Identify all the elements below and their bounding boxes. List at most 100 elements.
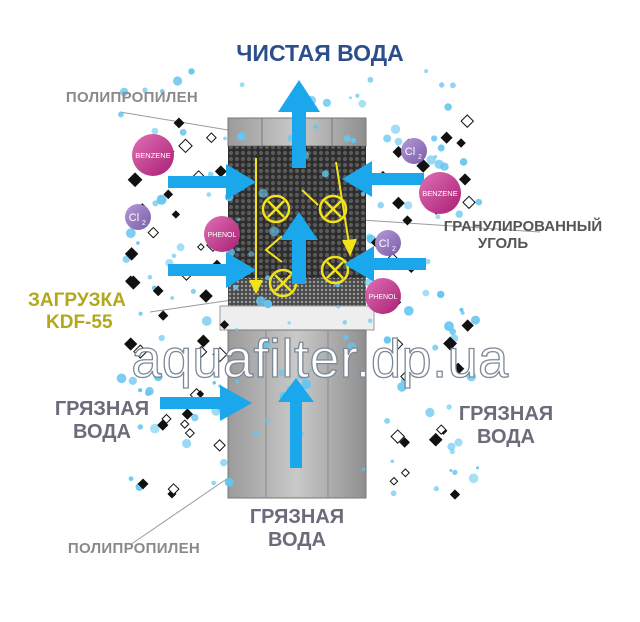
water-droplet [431, 135, 438, 142]
water-droplet [454, 438, 463, 447]
water-droplet [313, 124, 318, 129]
water-droplet [390, 490, 397, 497]
water-droplet [360, 191, 366, 197]
water-droplet [201, 316, 212, 326]
label-polypropylene-bottom: ПОЛИПРОПИЛЕН [67, 540, 201, 557]
chlorine-molecule-1: Cl 2 [125, 204, 151, 230]
water-droplet [348, 96, 352, 100]
water-droplet [444, 321, 454, 332]
water-droplet [211, 480, 216, 486]
water-droplet [264, 418, 270, 424]
dirt-particle [435, 424, 447, 435]
water-droplet [188, 68, 195, 75]
dirt-particle [157, 310, 169, 321]
dirt-particle [461, 319, 474, 332]
water-droplet [446, 404, 452, 410]
dirt-particle [147, 226, 160, 239]
water-droplet [256, 296, 266, 307]
water-droplet [120, 87, 129, 97]
watermark: aquafilter.dp.ua [131, 328, 509, 389]
water-droplet [170, 296, 175, 300]
water-droplet [432, 344, 439, 351]
svg-text:Cl: Cl [129, 212, 139, 224]
dirt-particle [180, 419, 190, 429]
water-droplet [237, 247, 241, 252]
label-kdf-line2: KDF-55 [46, 311, 113, 333]
water-droplet [150, 423, 160, 434]
label-dirty-left-line2: ВОДА [73, 421, 131, 443]
water-droplet [377, 201, 385, 209]
molecules: BENZENE BENZENE PHENOL PHENOL Cl 2 Cl [125, 134, 461, 314]
water-droplet [322, 98, 331, 107]
water-droplet [287, 321, 291, 325]
water-droplet [145, 390, 151, 396]
water-droplet [435, 214, 441, 220]
water-droplet [471, 315, 480, 325]
water-droplet [390, 459, 395, 464]
dirt-particle [443, 336, 458, 351]
arrow-up-top [278, 80, 320, 168]
water-droplet [444, 103, 452, 111]
water-droplet [128, 476, 134, 482]
water-droplet [156, 194, 167, 205]
water-droplet [404, 201, 413, 210]
water-droplet [447, 442, 456, 451]
water-droplet [475, 198, 483, 206]
water-droplet [437, 290, 445, 299]
water-droplet [151, 127, 159, 135]
water-droplet [278, 369, 286, 377]
dirt-particle [127, 172, 143, 188]
water-droplet [223, 136, 227, 141]
dirt-particle [197, 243, 205, 251]
water-droplet [383, 134, 392, 143]
dirt-particle [456, 138, 466, 148]
arrow-right-2 [168, 252, 256, 288]
water-droplet [253, 430, 259, 437]
label-dirty-water-right: ГРЯЗНАЯ ВОДА [446, 403, 566, 449]
dirt-particle [400, 468, 410, 478]
water-droplet [424, 69, 429, 74]
water-droplet [466, 371, 477, 382]
water-droplet [153, 372, 163, 382]
water-droplet [233, 284, 239, 290]
water-droplet [263, 299, 273, 309]
dirt-particle [195, 345, 208, 358]
arrow-up-center [280, 212, 318, 284]
svg-text:Cl: Cl [405, 146, 415, 158]
water-droplet [173, 76, 183, 86]
dirt-particle [399, 437, 410, 448]
bottom-polypropylene-tube [227, 329, 367, 499]
dirt-particle [449, 489, 461, 500]
water-droplet [297, 373, 304, 380]
dirt-particle [400, 371, 411, 382]
water-droplet [138, 311, 143, 316]
water-droplet [450, 82, 456, 89]
water-droplet [468, 473, 479, 484]
water-droplet [404, 306, 414, 316]
water-droplet [422, 289, 430, 297]
dirt-particle [219, 320, 230, 330]
title-clean-water: ЧИСТАЯ ВОДА [236, 40, 404, 66]
dirt-particle [199, 289, 213, 303]
dirt-particle [167, 483, 180, 496]
water-droplet [459, 158, 468, 166]
label-dirty-right-line2: ВОДА [477, 426, 535, 448]
chlorine-molecule-3: Cl 2 [375, 230, 401, 256]
dirt-particle [402, 215, 413, 226]
water-droplet [390, 124, 401, 134]
svg-text:Cl: Cl [379, 238, 389, 250]
water-droplet [455, 210, 463, 218]
water-droplet [475, 466, 480, 470]
water-droplet [425, 258, 431, 265]
water-droplet [128, 376, 137, 385]
benzene-molecule-right: BENZENE [419, 172, 461, 214]
water-droplet [439, 82, 445, 88]
water-droplet [366, 233, 373, 241]
dirt-particle [391, 338, 404, 351]
label-polypropylene-top: ПОЛИПРОПИЛЕН [65, 89, 199, 106]
internal-flow-arrows [249, 158, 357, 295]
water-droplet [343, 334, 349, 341]
dirt-particle [428, 432, 443, 447]
water-droplet [179, 128, 187, 136]
